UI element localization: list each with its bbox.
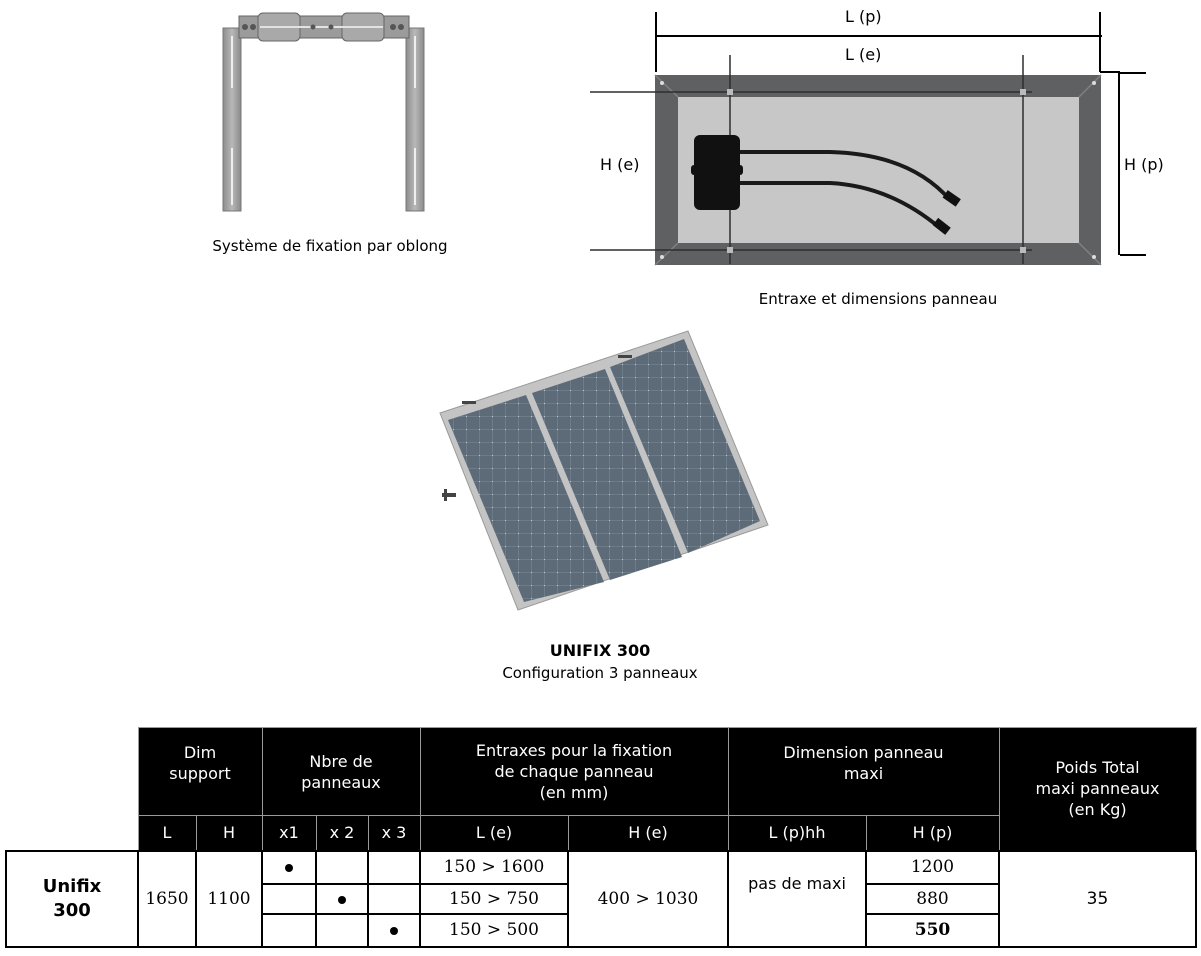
header-line: Dimension panneau (783, 742, 944, 762)
header-line: (en Kg) (1068, 800, 1127, 820)
label-le: L (e) (845, 45, 882, 64)
product-name-line: 300 (53, 899, 91, 921)
subheader-x3: x 3 (367, 815, 421, 851)
x3-cell (367, 849, 421, 885)
support-H-value: 1100 (195, 849, 263, 948)
x2-cell (315, 912, 369, 948)
x1-cell (261, 912, 317, 948)
spec-table: Dim support Nbre de panneaux Entraxes po… (5, 727, 1197, 948)
header-line: panneaux (301, 772, 381, 792)
header-line: Poids Total (1055, 758, 1140, 778)
table-row: 150 > 750 880 (6, 882, 1196, 915)
lp-value: pas de maxi (727, 849, 867, 948)
lp-text: pas de maxi (748, 873, 846, 893)
subheader-L: L (137, 815, 197, 851)
solar-array-title: UNIFIX 300 (549, 641, 651, 660)
header-line: maxi (843, 763, 884, 783)
header-line: Dim (183, 742, 217, 762)
hp-value: 880 (865, 882, 1000, 915)
header-line: de chaque panneau (494, 762, 654, 781)
header-line: maxi panneaux (1035, 779, 1160, 799)
subheader-lp: L (p)hh (727, 815, 867, 851)
panel-dimensions-caption: Entraxe et dimensions panneau (758, 290, 998, 308)
product-name: Unifix 300 (5, 849, 139, 948)
x2-cell (315, 882, 369, 915)
x3-cell (367, 882, 421, 915)
panel-dimensions-figure (590, 0, 1201, 290)
corner-blank (6, 727, 138, 851)
subheader-le: L (e) (419, 815, 569, 851)
three-panel-solar-array-illustration (439, 330, 769, 611)
table-row: 150 > 500 550 (6, 912, 1196, 948)
subheader-x2: x 2 (315, 815, 369, 851)
subheader-he: H (e) (567, 815, 729, 851)
label-he: H (e) (600, 155, 640, 174)
subheader-x1: x1 (261, 815, 317, 851)
bracket-caption: Système de fixation par oblong (212, 237, 448, 255)
label-hp: H (p) (1124, 155, 1164, 174)
header-nbre-panneaux: Nbre de panneaux (261, 727, 421, 816)
x3-cell (367, 912, 421, 948)
le-value: 150 > 750 (419, 882, 569, 915)
bullet-icon (285, 864, 293, 872)
le-value: 150 > 500 (419, 912, 569, 948)
oblong-bracket-illustration (222, 12, 425, 212)
x1-cell (261, 849, 317, 885)
bullet-icon (338, 895, 346, 904)
header-dimension-panneau: Dimension panneau maxi (727, 727, 1000, 816)
hp-value: 550 (865, 912, 1000, 948)
panel-dimension-drawing (590, 12, 1146, 266)
header-entraxes: Entraxes pour la fixation de chaque pann… (419, 727, 729, 816)
le-value: 150 > 1600 (419, 849, 569, 885)
header-line: support (169, 763, 231, 783)
header-row-groups: Dim support Nbre de panneaux Entraxes po… (6, 727, 1197, 851)
hp-value: 1200 (865, 849, 1000, 885)
he-value: 400 > 1030 (567, 849, 729, 948)
header-line: Entraxes pour la fixation (475, 741, 673, 760)
x1-cell (261, 882, 317, 915)
subheader-hp: H (p) (865, 815, 1000, 851)
x2-cell (315, 849, 369, 885)
header-poids: Poids Total maxi panneaux (en Kg) (998, 727, 1197, 851)
table-row: Unifix 300 1650 1100 150 > 1600 400 > 10… (5, 849, 1197, 948)
support-L-value: 1650 (137, 849, 197, 948)
solar-array-figure (430, 325, 770, 625)
header-row-sub: L H x1 x 2 x 3 L (e) H (e) L (p)hh H (p) (6, 815, 1196, 851)
header-dim-support: Dim support (137, 727, 263, 816)
bracket-figure (215, 8, 435, 218)
bullet-icon (390, 927, 398, 935)
subheader-H: H (195, 815, 263, 851)
product-name-line: Unifix (42, 875, 102, 897)
label-lp: L (p) (845, 7, 882, 26)
poids-value: 35 (998, 849, 1197, 948)
solar-array-subtitle: Configuration 3 panneaux (502, 664, 698, 682)
header-line: Nbre de (309, 751, 373, 771)
header-line: (en mm) (539, 783, 609, 802)
